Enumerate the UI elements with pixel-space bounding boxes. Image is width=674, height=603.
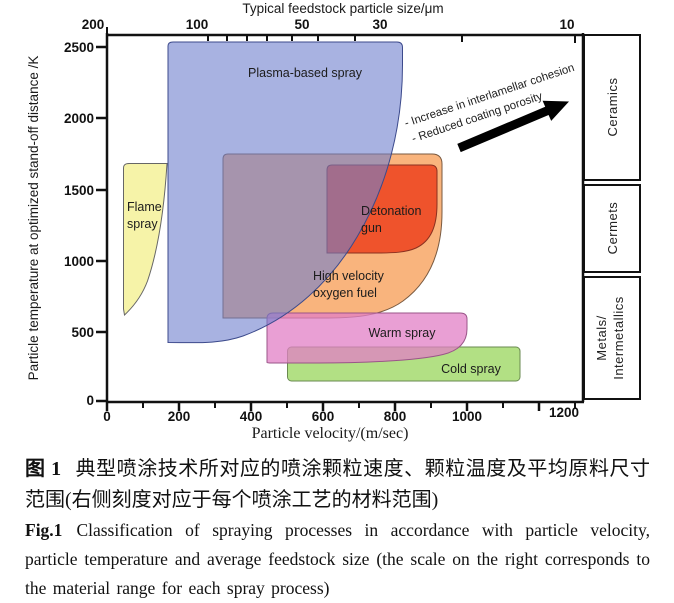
top-tick-30: 30: [372, 17, 387, 32]
x-tick-800: 800: [384, 409, 407, 424]
x-tick-1200: 1200: [549, 405, 579, 420]
flame-spray-label-2: spray: [127, 217, 158, 231]
x-tick-200: 200: [168, 409, 191, 424]
caption-chinese-text: 典型喷涂技术所对应的喷涂颗粒速度、颗粒温度及平均原料尺寸范围(右侧刻度对应于每个…: [25, 458, 651, 511]
x-tick-0: 0: [103, 409, 111, 424]
detonation-gun-label-2: gun: [361, 221, 382, 235]
top-axis-ticks: [106, 27, 576, 43]
y-tick-0: 0: [86, 393, 94, 408]
y-axis-major-ticks: [96, 45, 107, 403]
warm-spray-label: Warm spray: [369, 326, 437, 340]
y-axis-tick-labels: 2500 2000 1500 1000 500 0: [64, 40, 94, 408]
caption-english-number: Fig.1: [25, 520, 63, 540]
x-axis-tick-labels: 0 200 400 600 800 1000 1200: [103, 405, 579, 424]
material-scale-panel: Ceramics Cermets Metals/ Intermetallics: [583, 34, 641, 400]
spray-process-chart: 200 100 50 30 10 0 200 400 600 800 1000 …: [26, 1, 641, 442]
cermets-label: Cermets: [605, 202, 620, 255]
flame-spray-region: [123, 163, 168, 317]
x-tick-400: 400: [240, 409, 263, 424]
top-axis-tick-labels: 200 100 50 30 10: [82, 17, 575, 32]
top-tick-200: 200: [82, 17, 105, 32]
y-tick-1000: 1000: [64, 254, 94, 269]
warm-spray-region: [266, 312, 468, 364]
ceramics-label: Ceramics: [605, 78, 620, 137]
annotation-arrow: [457, 100, 569, 153]
y-tick-1500: 1500: [64, 183, 94, 198]
y-tick-2500: 2500: [64, 40, 94, 55]
x-tick-1000: 1000: [452, 409, 482, 424]
metals-label-2: Intermetallics: [611, 296, 626, 380]
plasma-spray-label: Plasma-based spray: [248, 66, 363, 80]
annotation-group: - Increase in interlamellar cohesion - R…: [403, 62, 576, 153]
hvof-label-2: oxygen fuel: [313, 286, 377, 300]
metals-label-1: Metals/: [594, 315, 609, 360]
chart-regions: [123, 41, 521, 382]
region-labels: Plasma-based spray Flame spray Detonatio…: [127, 66, 502, 376]
plasma-spray-region: [167, 41, 403, 344]
caption-english-text: Classification of spraying processes in …: [25, 520, 650, 598]
cold-spray-label: Cold spray: [441, 362, 501, 376]
y-tick-2000: 2000: [64, 111, 94, 126]
metals-box: [583, 276, 641, 400]
spray-process-figure: 200 100 50 30 10 0 200 400 600 800 1000 …: [26, 1, 641, 442]
x-tick-600: 600: [312, 409, 335, 424]
y-tick-500: 500: [71, 325, 94, 340]
top-tick-100: 100: [186, 17, 209, 32]
x-axis-major-ticks: [105, 402, 541, 411]
caption-chinese-number: 图 1: [25, 458, 62, 480]
x-axis-minor-ticks: [142, 402, 576, 408]
flame-spray-label-1: Flame: [127, 200, 162, 214]
hvof-label-1: High velocity: [313, 269, 385, 283]
top-tick-50: 50: [294, 17, 309, 32]
cermets-box: [583, 184, 641, 273]
detonation-gun-label-1: Detonation: [361, 204, 422, 218]
top-axis-title: Typical feedstock particle size/μm: [242, 1, 443, 16]
x-axis-title: Particle velocity/(m/sec): [252, 425, 409, 442]
y-axis-title: Particle temperature at optimized stand-…: [26, 56, 41, 381]
ceramics-box: [583, 34, 641, 181]
top-tick-10: 10: [559, 17, 574, 32]
